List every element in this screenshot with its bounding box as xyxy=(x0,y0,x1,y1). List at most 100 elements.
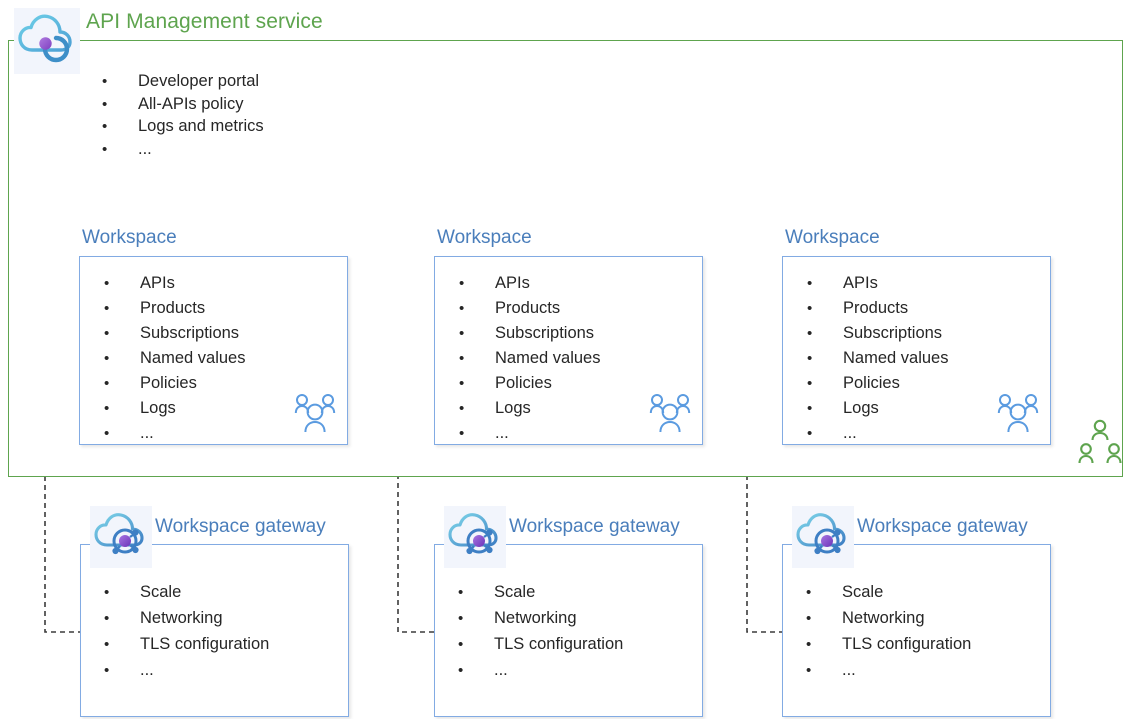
bullet-glyph: • xyxy=(104,400,110,417)
bullet-glyph: • xyxy=(807,350,813,367)
list-item-label: Subscriptions xyxy=(843,324,943,342)
list-item-label: Networking xyxy=(140,609,223,627)
list-item-label: APIs xyxy=(140,274,175,292)
list-item: •... xyxy=(442,661,623,687)
workspace-gateway-cloud-icon xyxy=(796,513,846,555)
list-item-label: TLS configuration xyxy=(842,635,972,653)
bullet-glyph: • xyxy=(104,636,110,653)
bullet-glyph: • xyxy=(806,584,812,601)
list-item: •Products xyxy=(88,299,245,324)
bullet-glyph: • xyxy=(807,375,813,392)
list-item: • TLS configuration xyxy=(88,635,269,661)
workspace-gateway-2-box xyxy=(434,544,703,717)
list-item: •Named values xyxy=(443,349,600,374)
list-item-label: Logs xyxy=(843,399,879,417)
list-item: • Scale xyxy=(790,583,971,609)
bullet-glyph: • xyxy=(806,636,812,653)
bullet-glyph: • xyxy=(102,140,108,158)
workspace-1-title: Workspace xyxy=(82,227,177,248)
list-item-label: Subscriptions xyxy=(140,324,240,342)
list-item-label: Networking xyxy=(842,609,925,627)
list-item: •APIs xyxy=(443,274,600,299)
list-item: • Subscriptions xyxy=(443,324,600,349)
list-item-label: Logs and metrics xyxy=(138,117,264,135)
list-item-label: Policies xyxy=(140,374,197,392)
workspace-gateway-3-title: Workspace gateway xyxy=(857,516,1028,537)
workspace-gateway-cloud-icon xyxy=(448,513,498,555)
bullet-glyph: • xyxy=(104,425,110,442)
workspace-1-box xyxy=(79,256,348,445)
list-item-label: Policies xyxy=(843,374,900,392)
list-item-label: Subscriptions xyxy=(495,324,595,342)
workspace-1-people-group-icon xyxy=(294,394,336,433)
list-item: •Named values xyxy=(88,349,245,374)
list-item-label: Scale xyxy=(842,583,884,601)
service-members-people-group-icon xyxy=(1078,419,1122,464)
list-item-label: ... xyxy=(140,661,154,679)
bullet-glyph: • xyxy=(104,325,110,342)
list-item: •Named values xyxy=(791,349,948,374)
list-item-label: Products xyxy=(843,299,909,317)
list-item-label: Products xyxy=(140,299,206,317)
workspace-3-people-group-icon xyxy=(997,394,1039,433)
bullet-glyph: • xyxy=(104,275,110,292)
bullet-glyph: • xyxy=(807,400,813,417)
list-item-label: ... xyxy=(843,424,857,442)
list-item: • Logs xyxy=(791,399,948,424)
bullet-glyph: • xyxy=(806,662,812,679)
list-item-label: Named values xyxy=(140,349,246,367)
list-item: •Networking xyxy=(442,609,623,635)
list-item: • Subscriptions xyxy=(88,324,245,349)
workspace-gateway-1-title: Workspace gateway xyxy=(155,516,326,537)
workspace-gateway-3-feature-list: •Scale •Networking •TLS configuration •.… xyxy=(790,583,971,687)
workspace-3-box xyxy=(782,256,1051,445)
list-item: •... xyxy=(790,661,971,687)
list-item-label: ... xyxy=(140,424,154,442)
list-item-label: Developer portal xyxy=(138,72,260,90)
list-item: •... xyxy=(791,424,948,449)
workspace-gateway-2-feature-list: •Scale •Networking •TLS configuration •.… xyxy=(442,583,623,687)
bullet-glyph: • xyxy=(102,95,108,113)
list-item-label: Networking xyxy=(494,609,577,627)
list-item-label: Named values xyxy=(495,349,601,367)
bullet-glyph: • xyxy=(104,375,110,392)
list-item-label: Policies xyxy=(495,374,552,392)
api-management-cloud-icon xyxy=(18,14,72,63)
list-item-label: APIs xyxy=(843,274,878,292)
workspace-gateway-3-icon-tile xyxy=(792,506,854,568)
list-item: •Logs xyxy=(88,399,245,424)
list-item: •... xyxy=(443,424,600,449)
bullet-glyph: • xyxy=(807,425,813,442)
workspace-1-feature-list: •APIs •Products •Subscriptions •Named va… xyxy=(88,274,245,449)
list-item: •Scale xyxy=(442,583,623,609)
bullet-glyph: • xyxy=(104,610,110,627)
list-item: • Logs and metrics xyxy=(86,117,264,140)
list-item: • All-APIs policy xyxy=(86,95,264,118)
list-item: • Policies xyxy=(88,374,245,399)
list-item-label: ... xyxy=(842,661,856,679)
workspace-gateway-cloud-icon xyxy=(94,513,144,555)
list-item: •Products xyxy=(443,299,600,324)
list-item: • Developer portal xyxy=(86,72,264,95)
bullet-glyph: • xyxy=(459,375,465,392)
list-item-label: TLS configuration xyxy=(140,635,270,653)
bullet-glyph: • xyxy=(458,662,464,679)
bullet-glyph: • xyxy=(807,275,813,292)
bullet-glyph: • xyxy=(102,118,108,135)
bullet-glyph: • xyxy=(104,662,110,679)
bullet-glyph: • xyxy=(459,400,465,417)
bullet-glyph: • xyxy=(459,325,465,342)
bullet-glyph: • xyxy=(458,636,464,653)
list-item: •... xyxy=(88,424,245,449)
workspace-gateway-1-icon-tile xyxy=(90,506,152,568)
list-item: •Networking xyxy=(790,609,971,635)
list-item-label: Logs xyxy=(495,399,531,417)
workspace-2-feature-list: •APIs •Products •Subscriptions •Named va… xyxy=(443,274,600,449)
list-item: • Networking xyxy=(88,609,269,635)
list-item-label: Scale xyxy=(494,583,536,601)
service-feature-list: • Developer portal • All-APIs policy • L… xyxy=(86,72,264,162)
list-item: •... xyxy=(88,661,269,687)
list-item-label: ... xyxy=(138,139,152,158)
workspace-gateway-1-box xyxy=(80,544,349,717)
